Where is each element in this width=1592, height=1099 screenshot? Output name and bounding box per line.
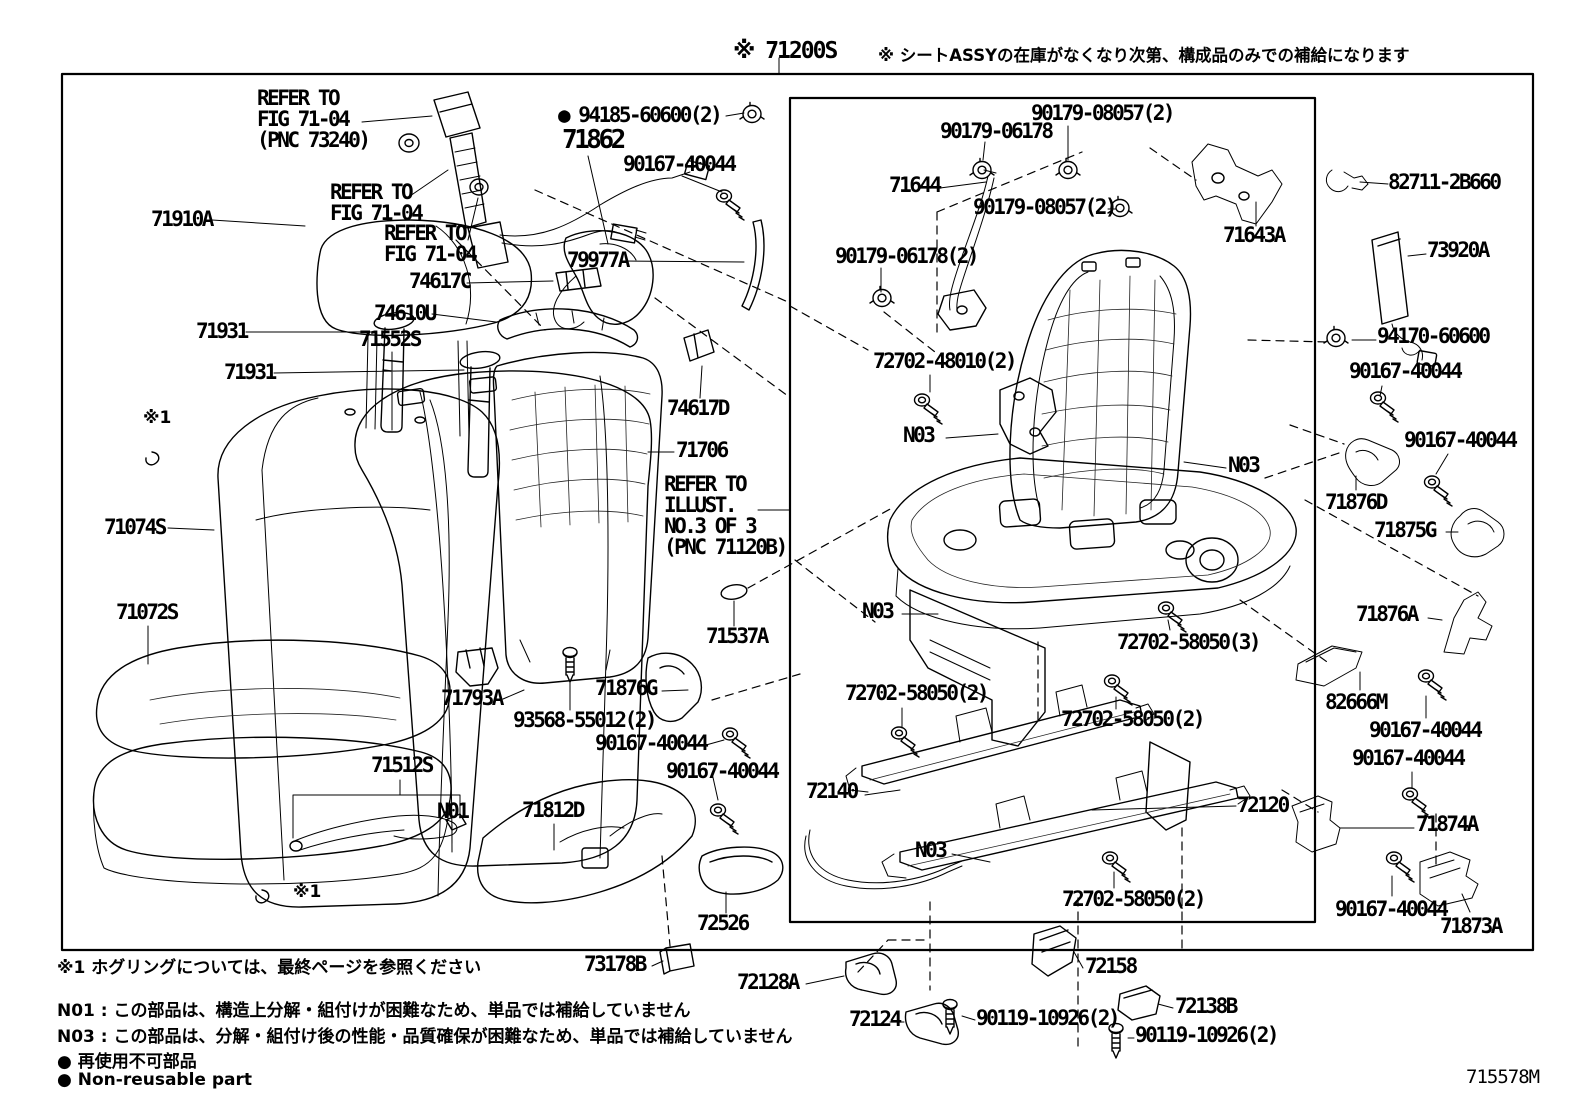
part-label-72702-58050-4: 72702-58050(2) [1062,887,1207,911]
part-label-71862: 71862 [562,125,626,155]
part-label-71876d: 71876D [1325,490,1388,514]
part-label-71537a: 71537A [706,624,769,648]
part-label-71874a: 71874A [1416,812,1479,836]
headrest-drawing [316,219,533,478]
part-label-72526: 72526 [697,911,750,935]
note-marker-n03-3: N03 [862,599,895,623]
part-label-72140: 72140 [806,779,859,803]
part-label-90179-08057-1: 90179-08057(2) [1031,101,1176,125]
part-label-71643a: 71643A [1223,223,1286,247]
part-label-82711-2b660: 82711-2B660 [1388,170,1502,194]
assembly-ref: ※ 71200S [733,38,838,64]
footnote-n01: N01 : この部品は、構造上分解・組付けが困難なため、単品では補給していません [57,1001,691,1021]
note-marker-n03-4: N03 [915,838,948,862]
footnote-n03: N03 : この部品は、分解・組付け後の性能・品質確保が困難なため、単品では補給… [57,1027,793,1047]
recliner-cover-drawing [455,647,784,904]
part-label-71512s: 71512S [371,753,434,777]
part-label-72138b: 72138B [1175,994,1238,1018]
part-label-90167-40044-7: 90167-40044 [1352,746,1466,770]
border-boxes [60,72,1535,952]
part-label-90167-40044-1: 90167-40044 [623,152,737,176]
part-label-72702-58050-1: 72702-58050(2) [845,681,990,705]
dashed-lines [455,147,1479,1047]
seat-cushion-drawing [92,639,452,885]
seat-back-pad-drawing [354,370,653,867]
footnote-reuse-jp: ● 再使用不可部品 [57,1052,197,1072]
belt-guide-drawing [497,219,765,362]
part-label-71931-2: 71931 [224,360,277,384]
ref-illust-no3: REFER TO ILLUST. NO.3 OF 3 (PNC 71120B) [664,472,788,559]
part-label-90119-10926-1: 90119-10926(2) [976,1006,1121,1030]
part-label-74617d: 74617D [667,396,730,420]
part-label-79977a: 79977A [567,248,630,272]
part-label-90179-06178-2: 90179-06178(2) [835,244,980,268]
wire-harness-drawing [289,813,467,852]
seat-back-cover-drawing [217,388,501,908]
part-label-71873a: 71873A [1440,914,1503,938]
part-label-71812d: 71812D [522,798,585,822]
part-label-90167-40044-8: 90167-40044 [1335,897,1449,921]
part-label-90167-40044-2: 90167-40044 [595,731,709,755]
ref-fig71-04-b: REFER TO FIG 71-04 [384,221,478,266]
figure-code: 715578M [1466,1066,1540,1088]
right-column-parts-drawing [1291,169,1505,907]
part-label-71931-1: 71931 [196,319,249,343]
note-marker-n03-1: N03 [903,423,936,447]
ref-fig71-04-pnc73240: REFER TO FIG 71-04 (PNC 73240) [257,86,371,152]
part-label-71875g: 71875G [1374,518,1437,542]
part-label-93568-55012: 93568-55012(2) [513,708,658,732]
part-label-82666m: 82666M [1325,690,1388,714]
part-label-71074s: 71074S [104,515,167,539]
marker-ref1-a: ※1 [143,408,172,428]
ref-fig71-04-a: REFER TO FIG 71-04 [330,180,424,225]
part-label-72124: 72124 [849,1007,902,1031]
part-label-71793a: 71793A [441,686,504,710]
part-label-71876g: 71876G [595,676,658,700]
supply-note: ※ シートASSYの在庫がなくなり次第、構成品のみでの補給になります [878,46,1410,65]
leader-lines [147,57,1471,1039]
part-label-71644: 71644 [889,173,942,197]
part-label-90167-40044-5: 90167-40044 [1404,428,1518,452]
part-label-90179-08057-2: 90179-08057(2) [973,195,1118,219]
part-label-71072s: 71072S [116,600,179,624]
part-label-73920a: 73920A [1427,238,1490,262]
part-label-72158: 72158 [1085,954,1138,978]
part-label-72702-48010: 72702-48010(2) [873,349,1018,373]
part-label-94170-60600: 94170-60600 [1377,324,1491,348]
seat-frame-drawing [886,249,1297,831]
part-label-73178b: 73178B [584,952,647,976]
seat-back-panel-drawing [492,351,663,684]
belt-buckle-drawing [398,91,711,269]
part-label-71706: 71706 [676,438,729,462]
footnote-reuse-en: ● Non-reusable part [57,1070,253,1090]
part-label-90179-06178-1: 90179-06178 [940,119,1054,143]
marker-ref1-b: ※1 [293,882,322,902]
note-marker-n03-2: N03 [1228,453,1261,477]
part-label-90167-40044-4: 90167-40044 [1349,359,1463,383]
part-label-74610u: 74610U [374,301,437,325]
part-label-72128a: 72128A [737,970,800,994]
part-label-90167-40044-3: 90167-40044 [666,759,780,783]
seat-rail-drawing [804,684,1251,890]
hog-ring-icons [145,451,748,904]
part-label-71552s: 71552S [359,327,422,351]
part-label-72702-58050-2: 72702-58050(2) [1061,707,1206,731]
part-label-90119-10926-2: 90119-10926(2) [1135,1023,1280,1047]
part-label-94185-60600: ● 94185-60600(2) [558,103,723,127]
footnote-hog-ring: ※1 ホグリングについては、最終ページを参照ください [57,958,482,978]
part-label-74617c: 74617C [409,269,472,293]
part-label-71910a: 71910A [151,207,214,231]
part-label-72702-58050-3x: 72702-58050(3) [1117,630,1262,654]
part-label-72120: 72120 [1237,793,1290,817]
note-marker-n01: N01 [437,799,470,823]
part-label-90167-40044-6: 90167-40044 [1369,718,1483,742]
bottom-clips-drawing [659,925,1161,1046]
part-label-71876a: 71876A [1356,602,1419,626]
